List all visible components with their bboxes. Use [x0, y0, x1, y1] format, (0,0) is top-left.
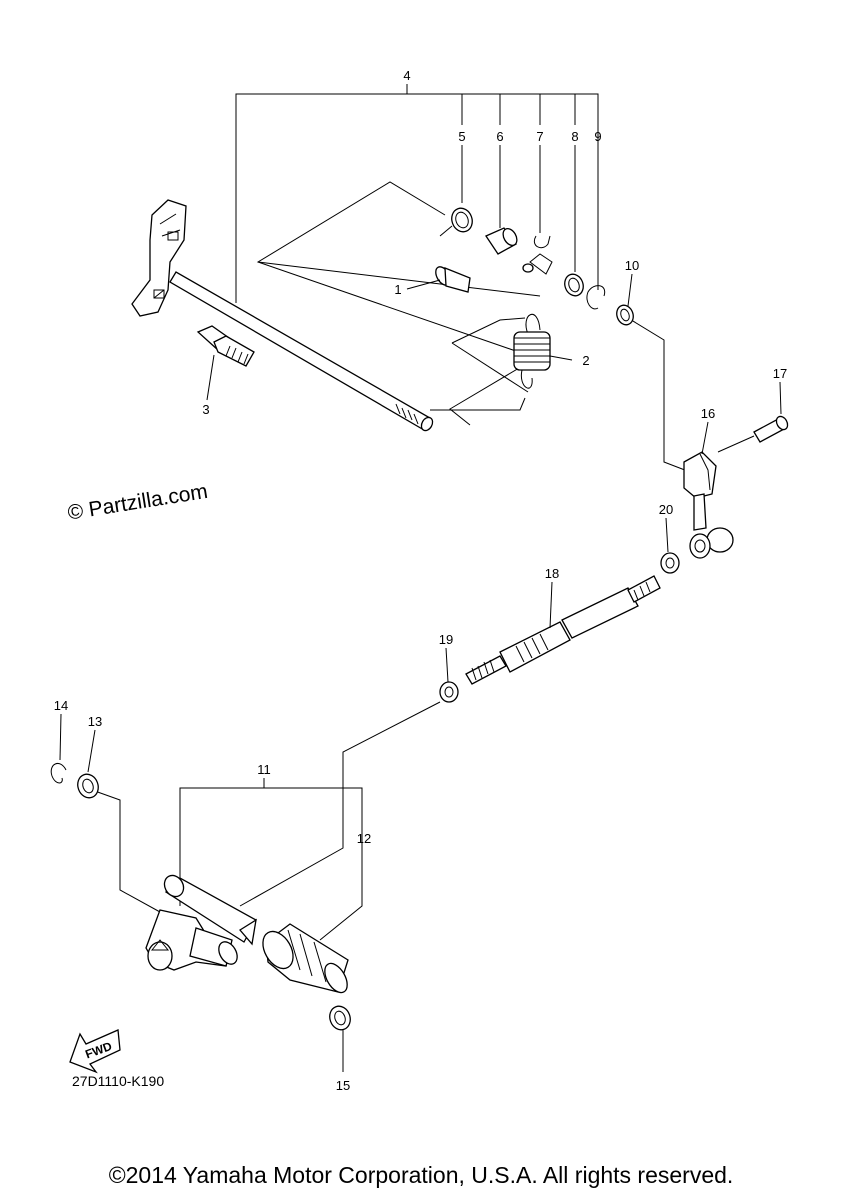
- nut-part-19: [439, 647, 459, 703]
- callout-9: 9: [594, 129, 601, 144]
- circlip-part-14: [50, 762, 67, 784]
- callout-17: 17: [773, 366, 787, 381]
- callout-8: 8: [571, 129, 578, 144]
- callout-19: 19: [439, 632, 453, 647]
- return-spring-part-2: [513, 313, 573, 389]
- collar-part-6: [485, 227, 518, 255]
- shift-rod-part-18: [465, 575, 661, 685]
- callout-14: 14: [54, 698, 68, 713]
- shift-arm-part-16: [683, 421, 734, 559]
- washer-part-13: [77, 773, 99, 799]
- roller-spring-part-7: [522, 235, 553, 275]
- callout-12: 12: [357, 831, 371, 846]
- group-bracket-4: [235, 84, 599, 303]
- collar-bolt-part-1: [406, 266, 471, 293]
- callout-13: 13: [88, 714, 102, 729]
- fwd-arrow-icon: FWD: [69, 1029, 121, 1074]
- callout-1: 1: [394, 282, 401, 297]
- assembly-leaders-upper: [256, 181, 691, 473]
- drawing-code: 27D1110-K190: [72, 1073, 165, 1089]
- callout-10: 10: [625, 258, 639, 273]
- stopper-bolt-part-3: [196, 325, 255, 401]
- callout-3: 3: [202, 402, 209, 417]
- nut-part-20: [660, 517, 680, 574]
- spring-part-5: [439, 207, 473, 237]
- callout-16: 16: [701, 406, 715, 421]
- callout-numbers: 4 5 6 7 8 9 10 1 2 3 17 16 20 18 19 14 1…: [54, 68, 787, 1093]
- callout-7: 7: [536, 129, 543, 144]
- callout-18: 18: [545, 566, 559, 581]
- callout-4: 4: [403, 68, 410, 83]
- shift-shaft-assembly: [131, 199, 434, 432]
- callout-20: 20: [659, 502, 673, 517]
- callout-15: 15: [336, 1078, 350, 1093]
- callout-11: 11: [257, 762, 271, 777]
- circlip-part-9: [586, 285, 606, 310]
- bolt-part-17: [717, 381, 789, 453]
- callout-2: 2: [582, 353, 589, 368]
- callout-6: 6: [496, 129, 503, 144]
- copyright-notice: ©2014 Yamaha Motor Corporation, U.S.A. A…: [108, 1162, 734, 1188]
- assembly-leaders-lower: [59, 701, 441, 1072]
- shift-pedal-part-11: [145, 874, 257, 971]
- callout-5: 5: [458, 129, 465, 144]
- pedal-rubber-part-12: [262, 923, 349, 994]
- washer-part-15: [329, 1005, 351, 1031]
- washer-part-10: [616, 273, 634, 326]
- washer-part-8: [564, 273, 584, 297]
